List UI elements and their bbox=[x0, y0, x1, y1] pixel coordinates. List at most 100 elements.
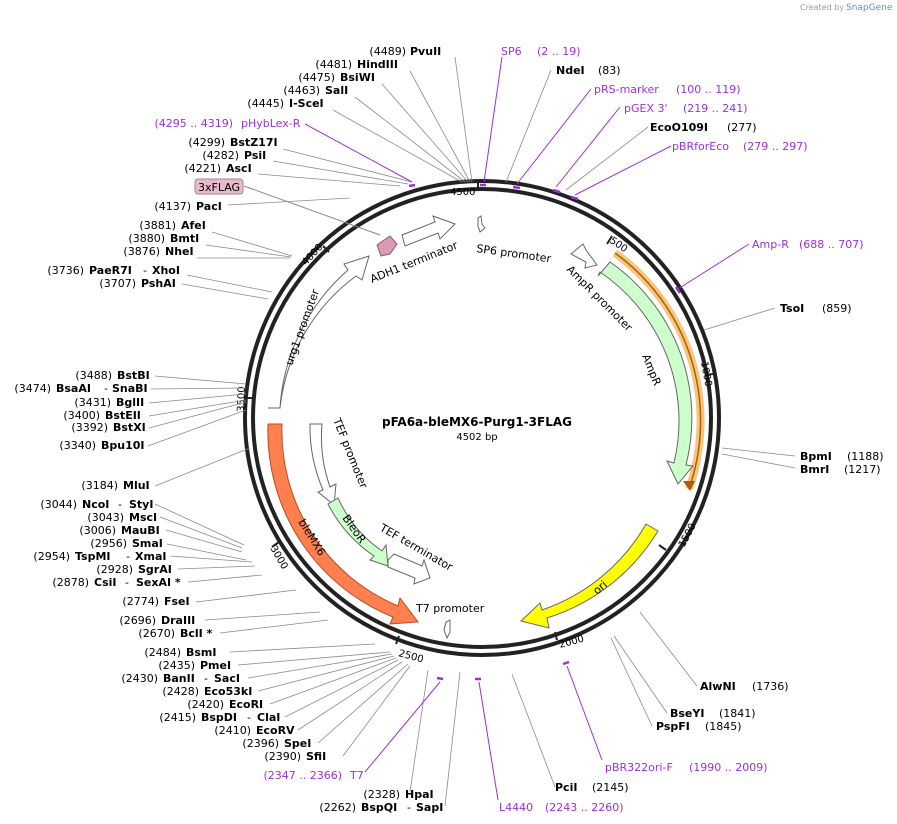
flag-label: 3xFLAG bbox=[198, 181, 240, 194]
primer-ampr-name: Amp-R bbox=[752, 238, 789, 251]
site-smai-pos: (2956) bbox=[90, 537, 127, 550]
site-bpmi-pos: (1188) bbox=[847, 450, 884, 463]
site-bspdi-sep: - bbox=[247, 711, 251, 724]
site-bstz17i-name: BstZ17I bbox=[230, 136, 278, 149]
site-csii-pos: (2878) bbox=[52, 576, 89, 589]
site-banii-sep: - bbox=[204, 672, 208, 685]
flag-tag-arrow bbox=[376, 235, 398, 257]
site-bstbi-pos: (3488) bbox=[75, 369, 112, 382]
site-spei-pos: (2396) bbox=[242, 737, 279, 750]
bleor-arrow bbox=[327, 497, 389, 567]
site-xmai-name: XmaI bbox=[135, 550, 166, 563]
tick-label-1000: 1000 bbox=[698, 361, 713, 388]
site-bcli-name: BclI * bbox=[180, 627, 213, 640]
site-bspqi-sep: - bbox=[407, 801, 411, 814]
site-msci-name: MscI bbox=[129, 511, 157, 524]
primer-sp6-range: (2 .. 19) bbox=[537, 45, 581, 58]
site-asci-name: AscI bbox=[226, 162, 252, 175]
site-iscei-pos: (4445) bbox=[247, 97, 284, 110]
site-alwni-name: AlwNI bbox=[700, 680, 736, 693]
site-bmri-name: BmrI bbox=[800, 463, 829, 476]
site-paer7i-pos: (3736) bbox=[47, 264, 84, 277]
site-hindiii-name: HindIII bbox=[357, 58, 398, 71]
site-eco53ki-name: Eco53kI bbox=[204, 685, 252, 698]
site-pmei-name: PmeI bbox=[200, 659, 231, 672]
site-snabi-name: SnaBI bbox=[112, 382, 148, 395]
primer-leader-lines bbox=[243, 56, 750, 801]
urg1-promoter-arrow bbox=[268, 255, 370, 409]
site-bspdi-name: BspDI bbox=[201, 711, 237, 724]
plasmid-size: 4502 bp bbox=[456, 432, 497, 443]
site-sfii-pos: (2390) bbox=[264, 750, 301, 763]
primer-pbrforeco-name: pBRforEco bbox=[672, 140, 729, 153]
primer-marks bbox=[408, 183, 682, 681]
site-banii-name: BanII bbox=[163, 672, 195, 685]
site-ecori-name: EcoRI bbox=[229, 698, 263, 711]
backbone-ring bbox=[243, 179, 721, 657]
plasmid-name: pFA6a-bleMX6-Purg1-3FLAG bbox=[382, 415, 572, 429]
sp6-promoter-label: SP6 promoter bbox=[476, 242, 553, 265]
ampr-promoter-arrow bbox=[570, 243, 598, 269]
site-smai-name: SmaI bbox=[132, 537, 163, 550]
site-bmri-pos: (1217) bbox=[844, 463, 881, 476]
site-alwni-pos: (1736) bbox=[752, 680, 789, 693]
site-pvuii-name: PvuII bbox=[410, 45, 441, 58]
site-bspdi-pos: (2415) bbox=[159, 711, 196, 724]
site-bglii-name: BglII bbox=[116, 396, 144, 409]
site-bsiwi-name: BsiWI bbox=[340, 71, 375, 84]
site-csii-name: CsiI bbox=[94, 576, 116, 589]
site-bsaai-name: BsaAI bbox=[56, 382, 91, 395]
site-bmti-pos: (3880) bbox=[128, 232, 165, 245]
site-pcii-pos: (2145) bbox=[592, 781, 629, 794]
site-bsaai-sep: - bbox=[104, 382, 108, 395]
tick-label-2000: 2000 bbox=[558, 634, 585, 651]
site-styi-name: StyI bbox=[129, 498, 153, 511]
site-ncoi-name: NcoI bbox=[82, 498, 109, 511]
site-bsteii-name: BstEII bbox=[105, 409, 141, 422]
site-sali-pos: (4463) bbox=[283, 84, 320, 97]
site-ncoi-sep: - bbox=[118, 498, 122, 511]
site-ndei-name: NdeI bbox=[556, 64, 585, 77]
site-msci-pos: (3043) bbox=[87, 511, 124, 524]
site-sfii-name: SfiI bbox=[306, 750, 326, 763]
site-sapi-name: SapI bbox=[416, 801, 443, 814]
site-ncoi-pos: (3044) bbox=[40, 498, 77, 511]
position-ticks bbox=[246, 181, 714, 645]
tick-label-3500: 3500 bbox=[236, 386, 248, 412]
site-labels-right: SP6 (2 .. 19) NdeI (83) pRS-marker (100 … bbox=[499, 45, 884, 814]
blemx6-arrow bbox=[267, 423, 419, 625]
site-pvuii-pos: (4489) bbox=[369, 45, 406, 58]
site-ecorv-pos: (2410) bbox=[214, 724, 251, 737]
t7-promoter-arrow bbox=[443, 619, 451, 640]
site-bpu10i-pos: (3340) bbox=[59, 439, 96, 452]
t7-promoter-label: T7 promoter bbox=[415, 602, 485, 615]
site-sgrai-pos: (2928) bbox=[96, 563, 133, 576]
site-afei-pos: (3881) bbox=[139, 219, 176, 232]
ampr-gene-arrow bbox=[597, 261, 694, 485]
site-bpu10i-name: Bpu10I bbox=[101, 439, 145, 452]
site-mlui-pos: (3184) bbox=[81, 479, 118, 492]
site-xhoi-name: XhoI bbox=[152, 264, 180, 277]
site-paci-name: PacI bbox=[196, 200, 222, 213]
primer-sp6-name: SP6 bbox=[501, 45, 522, 58]
primer-l4440-name: L4440 bbox=[499, 801, 533, 814]
site-tspmi-pos: (2954) bbox=[33, 550, 70, 563]
site-bpmi-name: BpmI bbox=[800, 450, 832, 463]
primer-pbr322ori-range: (1990 .. 2009) bbox=[689, 761, 768, 774]
site-ecorv-name: EcoRV bbox=[256, 724, 295, 737]
site-eco0109i-name: EcoO109I bbox=[650, 121, 708, 134]
site-bstz17i-pos: (4299) bbox=[188, 136, 225, 149]
features bbox=[267, 215, 705, 640]
site-sexai-name: SexAI * bbox=[136, 576, 181, 589]
site-draiii-name: DraIII bbox=[161, 614, 195, 627]
site-clai-name: ClaI bbox=[257, 711, 280, 724]
site-sali-name: SalI bbox=[325, 84, 348, 97]
site-labels-left: (4489) PvuII (4481) HindIII (4475) BsiWI… bbox=[14, 45, 443, 814]
site-bspqi-pos: (2262) bbox=[319, 801, 356, 814]
primer-rsmarker-name: pRS-marker bbox=[594, 83, 659, 96]
site-psii-name: PsiI bbox=[244, 149, 266, 162]
primer-t7-name: T7 bbox=[349, 769, 364, 782]
site-tspmi-name: TspMI bbox=[75, 550, 111, 563]
site-hindiii-pos: (4481) bbox=[315, 58, 352, 71]
